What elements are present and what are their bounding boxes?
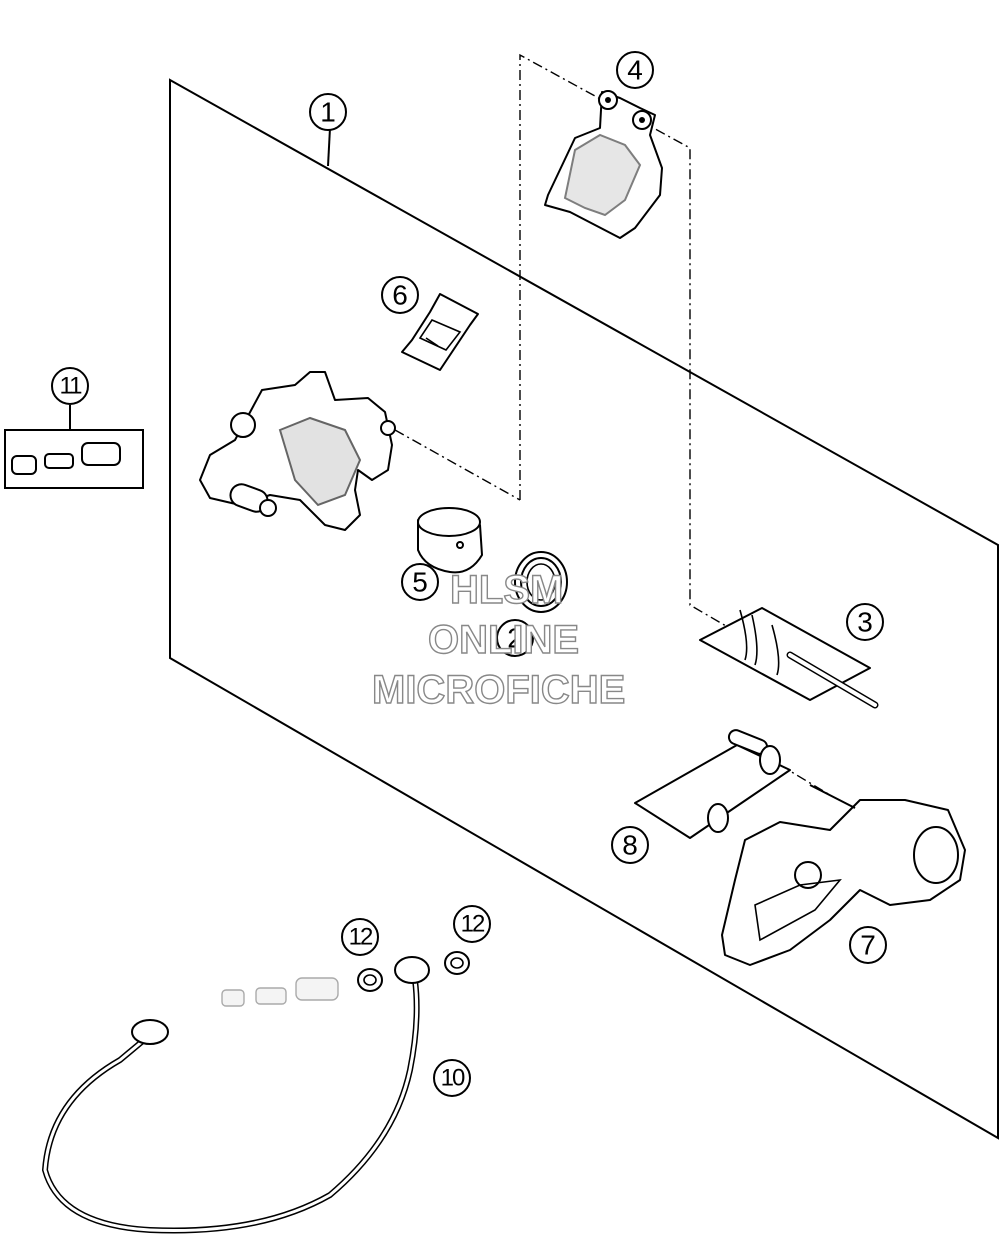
seal-kit-part xyxy=(514,551,568,613)
callout-1: 1 xyxy=(309,93,347,131)
callout-5-label: 5 xyxy=(412,567,428,598)
callout-1-label: 1 xyxy=(320,97,336,128)
callout-12a: 12 xyxy=(341,918,379,956)
brake-line-part xyxy=(41,956,430,1234)
callout-11-label: 11 xyxy=(60,373,83,400)
brake-pad-part xyxy=(544,90,663,239)
callout-10-label: 10 xyxy=(441,1065,465,1092)
watermark-line-1: HLSM xyxy=(449,567,564,612)
callout-11: 11 xyxy=(51,367,89,405)
watermark-line-3: MICROFICHE xyxy=(371,667,626,712)
piston-part xyxy=(417,507,483,574)
bracket-pin-part xyxy=(634,729,856,839)
callout-2-label: 2 xyxy=(507,623,523,654)
callout-12a-label: 12 xyxy=(349,924,373,951)
callout-12b-label: 12 xyxy=(461,911,485,938)
callout-4: 4 xyxy=(616,51,654,89)
callout-2: 2 xyxy=(496,619,534,657)
callout-6: 6 xyxy=(381,276,419,314)
callout-3-label: 3 xyxy=(857,607,873,638)
watermark-line-2: ONLINE xyxy=(427,617,580,662)
callout-5: 5 xyxy=(401,563,439,601)
callout-12b: 12 xyxy=(453,905,491,943)
callout-8: 8 xyxy=(611,826,649,864)
brake-caliper-part xyxy=(199,371,396,531)
caliper-dash-line xyxy=(394,429,521,501)
caliper-bracket-part xyxy=(721,799,966,966)
callout-7-label: 7 xyxy=(860,930,876,961)
callout-10: 10 xyxy=(433,1059,471,1097)
leader-line-1 xyxy=(327,127,331,167)
callout-4-label: 4 xyxy=(627,55,643,86)
banjo-bolt-faint xyxy=(221,977,339,1007)
callout-6-label: 6 xyxy=(392,280,408,311)
assembly-frame xyxy=(169,78,999,1140)
pad-spring-part xyxy=(401,293,479,371)
bleeder-kit-box xyxy=(4,405,144,489)
sealing-washers xyxy=(357,951,470,992)
callout-3: 3 xyxy=(846,603,884,641)
callout-8-label: 8 xyxy=(622,830,638,861)
callout-7: 7 xyxy=(849,926,887,964)
pin-clip-part xyxy=(699,607,879,709)
